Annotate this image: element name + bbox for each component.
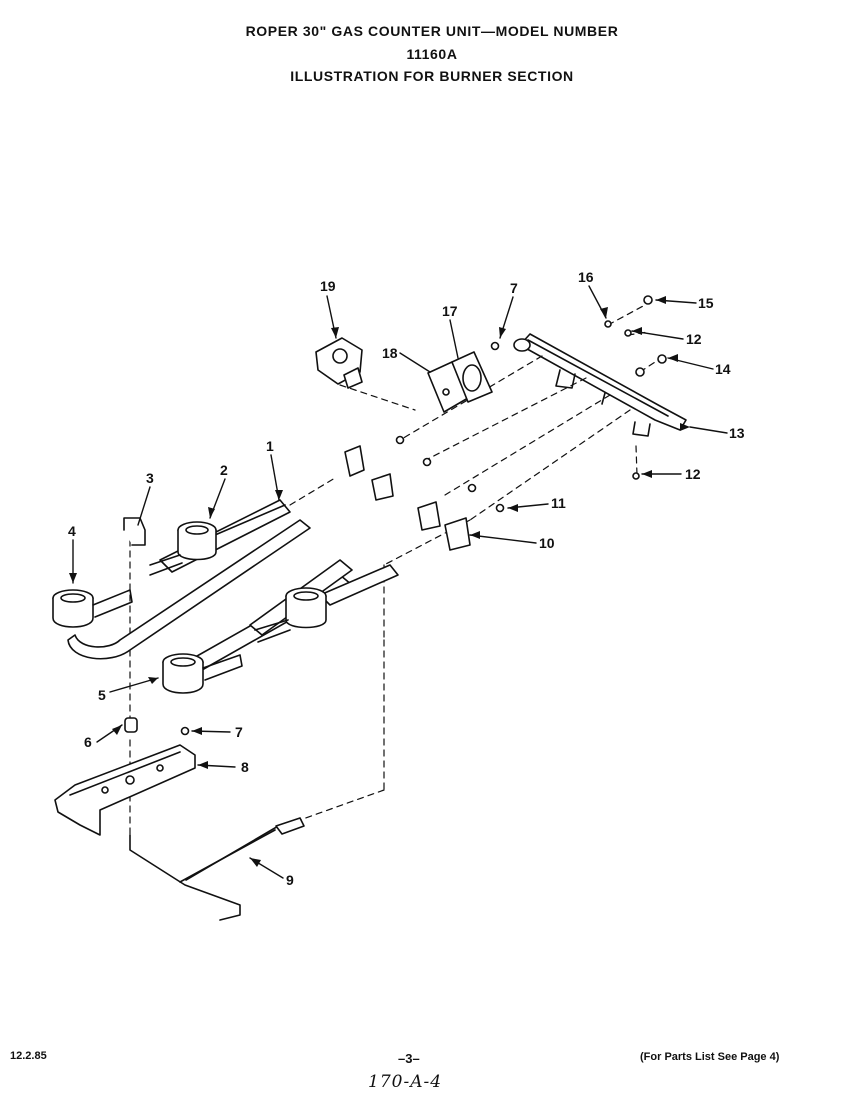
pressure-regulator bbox=[315, 337, 363, 389]
diagram-subtitle: ILLUSTRATION FOR BURNER SECTION bbox=[290, 68, 574, 84]
callout-15: 15 bbox=[698, 295, 714, 311]
regulator-gasket bbox=[451, 351, 493, 403]
callout-12-upper: 12 bbox=[686, 331, 702, 347]
leader-arrowheads bbox=[69, 296, 690, 867]
burner-head-left-front bbox=[52, 589, 133, 628]
burner-valves bbox=[344, 435, 505, 551]
callout-4: 4 bbox=[68, 523, 76, 539]
callout-16: 16 bbox=[578, 269, 594, 285]
manifold-pipe bbox=[513, 333, 687, 437]
callout-17: 17 bbox=[442, 303, 458, 319]
parts-list-reference: (For Parts List See Page 4) bbox=[640, 1051, 780, 1063]
callout-19: 19 bbox=[320, 278, 336, 294]
handwritten-code: 170-A-4 bbox=[368, 1072, 443, 1092]
leader-lines bbox=[72, 285, 728, 879]
burner-head-right-rear bbox=[254, 587, 327, 643]
callout-5: 5 bbox=[98, 687, 106, 703]
callout-10: 10 bbox=[539, 535, 555, 551]
callout-3: 3 bbox=[146, 470, 154, 486]
footer-date: 12.2.85 bbox=[10, 1050, 47, 1062]
callout-7-upper: 7 bbox=[510, 280, 518, 296]
igniter-cap bbox=[124, 717, 138, 733]
callout-6: 6 bbox=[84, 734, 92, 750]
callout-2: 2 bbox=[220, 462, 228, 478]
callout-9: 9 bbox=[286, 872, 294, 888]
callout-1: 1 bbox=[266, 438, 274, 454]
small-hardware bbox=[180, 295, 667, 736]
model-number: 11160A bbox=[406, 46, 458, 62]
callout-18: 18 bbox=[382, 345, 398, 361]
callout-11: 11 bbox=[551, 495, 566, 511]
burner-head-right-front bbox=[162, 653, 243, 694]
callout-13: 13 bbox=[729, 425, 745, 441]
burner-head-left-rear bbox=[149, 521, 217, 576]
callout-8: 8 bbox=[241, 759, 249, 775]
diagram-title: ROPER 30" GAS COUNTER UNIT—MODEL NUMBER bbox=[245, 23, 619, 39]
burner-clip bbox=[123, 517, 146, 546]
page-number: –3– bbox=[398, 1051, 420, 1066]
callout-7-lower: 7 bbox=[235, 724, 243, 740]
igniter-bracket bbox=[54, 744, 196, 836]
callout-12-lower: 12 bbox=[685, 466, 701, 482]
pilot-tubing bbox=[129, 817, 305, 921]
callout-14: 14 bbox=[715, 361, 731, 377]
burner-tubes bbox=[67, 499, 399, 671]
assembly-lines bbox=[129, 304, 656, 836]
